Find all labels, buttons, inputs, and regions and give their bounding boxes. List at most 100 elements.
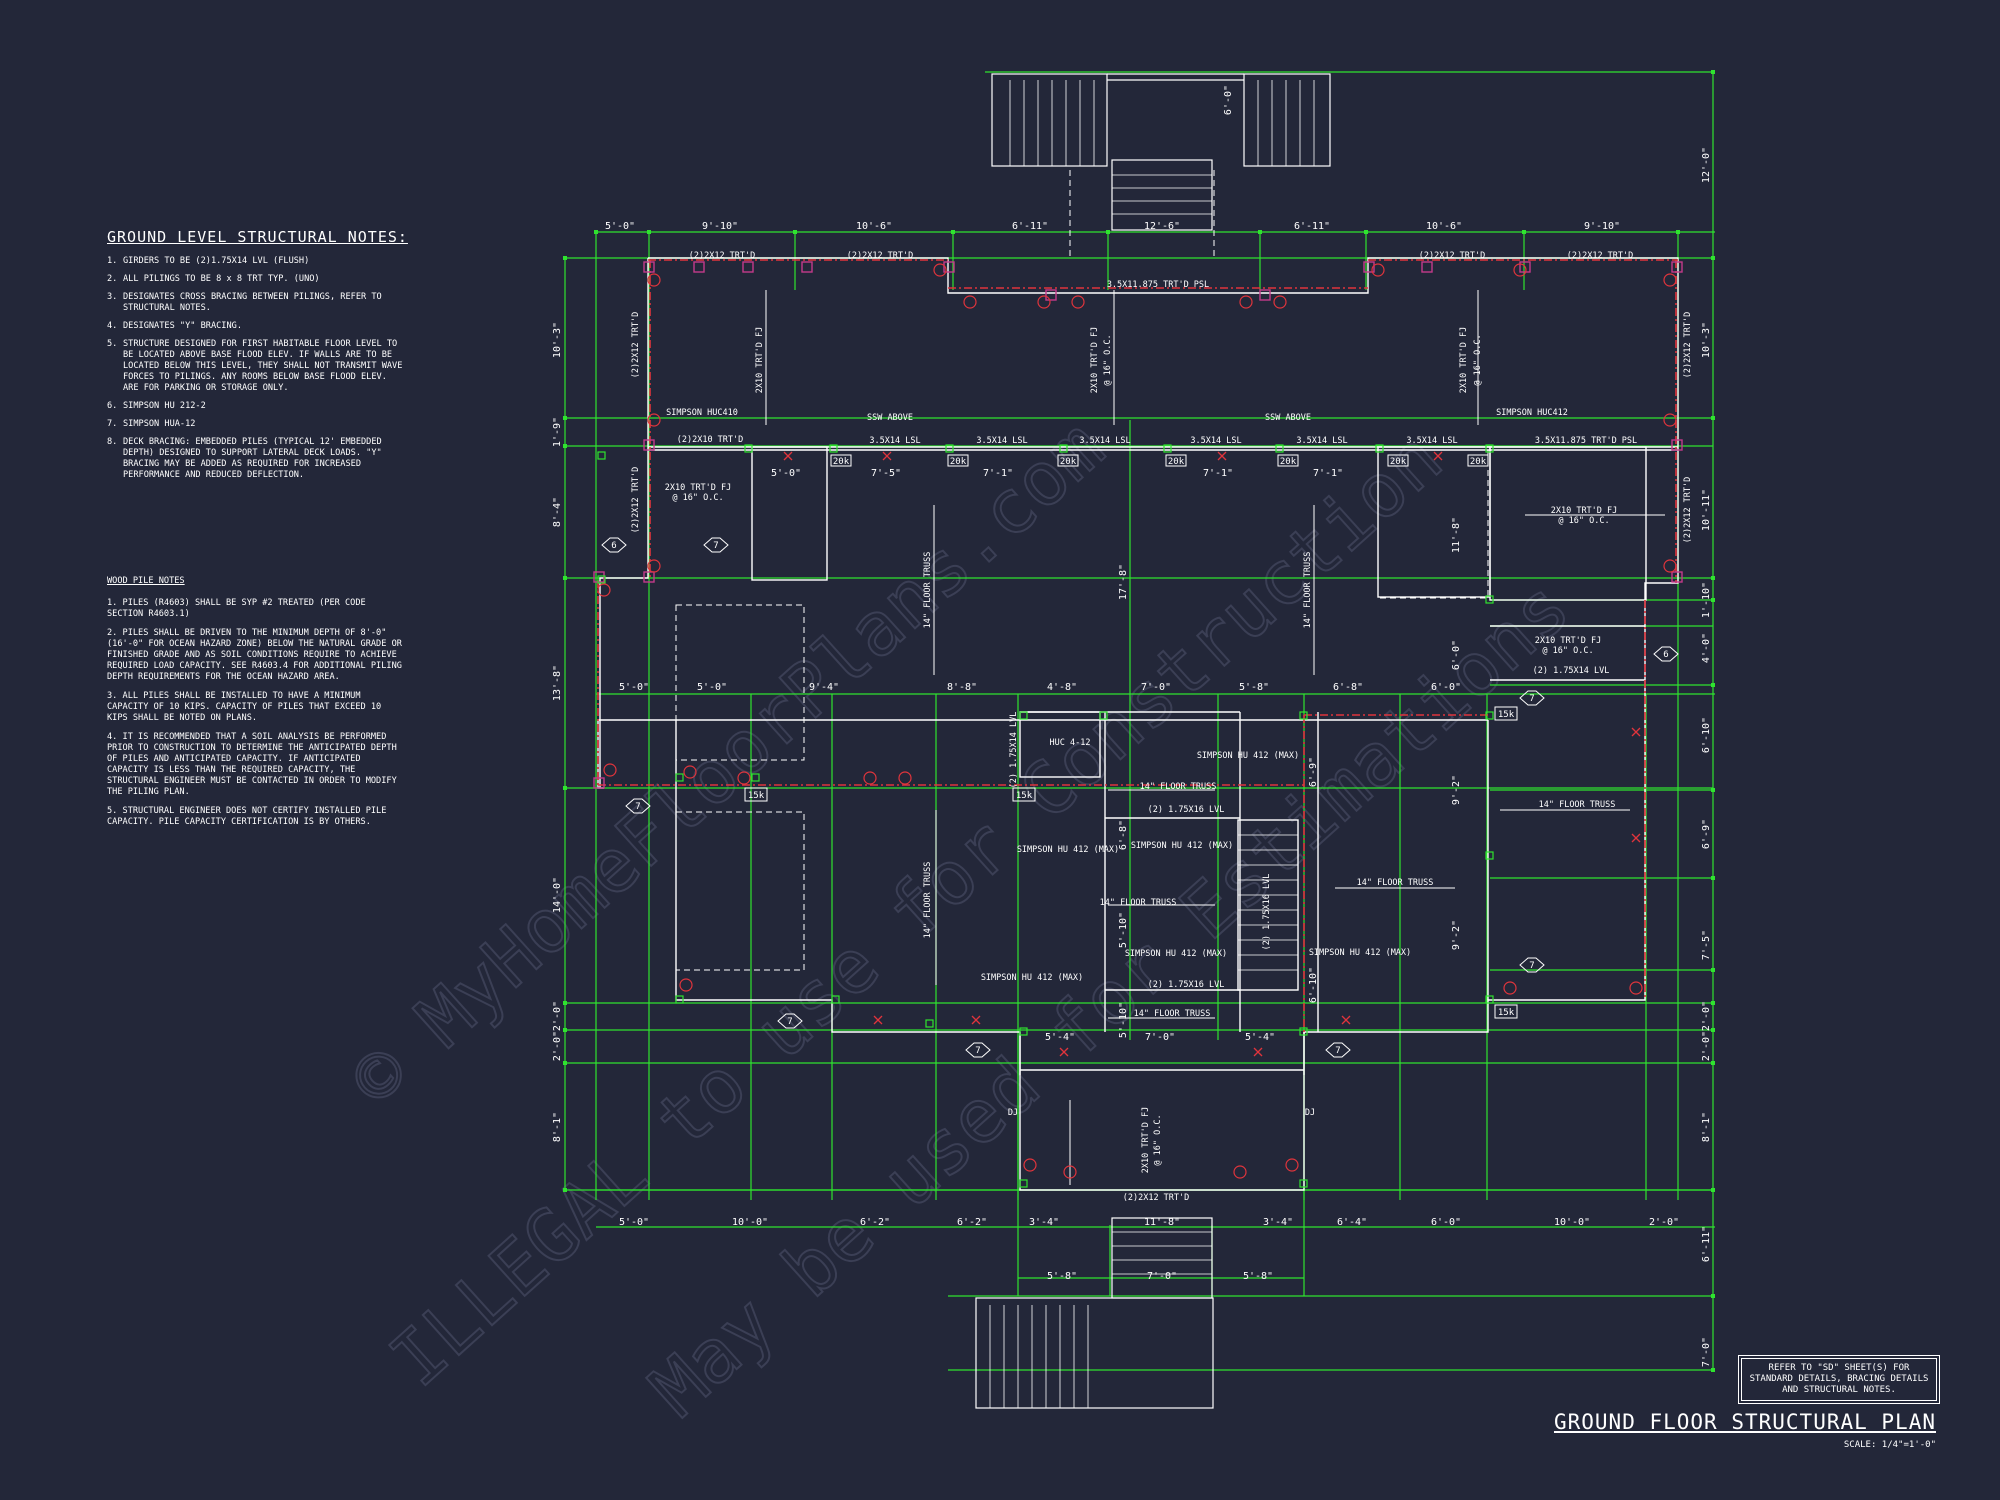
note-5: 5.STRUCTURE DESIGNED FOR FIRST HABITABLE… [107,339,403,393]
dimension-text: 5'-0" 9'-10" 10'-6" 6'-11" 12'-6" 6'-11"… [552,85,1712,1367]
dim-top-5: 6'-11" [1294,221,1330,232]
dim-bottom-5: 11'-8" [1144,1217,1180,1228]
kip20-3: 20k [1060,457,1077,467]
dim-mid-5: 7'-0" [1141,682,1171,693]
dim-inner-1: 7'-5" [871,468,901,479]
dim-inner-0: 5'-0" [771,468,801,479]
dim-bottom2-2: 5'-8" [1243,1271,1273,1282]
tag-7-d: 7 [975,1046,980,1056]
label-huc412-mid: HUC 4-12 [1050,738,1091,748]
dim-inner-12: 9'-2" [1451,920,1462,950]
tag-7-g: 7 [1529,694,1534,704]
dim-top-6: 10'-6" [1426,221,1462,232]
dim-inner-10: 6'-9" [1308,757,1319,787]
plan-title: GROUND FLOOR STRUCTURAL PLAN [1553,1410,1936,1434]
dim-mid-3: 8'-8" [947,682,977,693]
label-truss-6: 14" FLOOR TRUSS [1140,782,1217,792]
watermark-line-1: © MyHomeFloorPlans.com [334,404,1120,1124]
label-hu412-6: SIMPSON HU 412 (MAX) [981,973,1083,983]
label-lvl-16-3: (2) 1.75X16 LVL [1262,874,1272,951]
dim-inner-8: 17'-8" [1118,564,1129,600]
label-lvl-16-2: (2) 1.75X16 LVL [1148,980,1225,990]
label-oc-mid: @ 16" O.C. [1103,334,1113,385]
note-4: 4.DESIGNATES "Y" BRACING. [107,321,242,331]
dimension-ticks [563,70,1715,1372]
dim-right-2: 10'-11" [1701,489,1712,531]
label-hu412-5: SIMPSON HU 412 (MAX) [1017,845,1119,855]
note-1: 1.GIRDERS TO BE (2)1.75X14 LVL (FLUSH) [107,256,310,266]
reference-note-box: REFER TO "SD" SHEET(S) FOR STANDARD DETA… [1738,1355,1940,1404]
kip-1: 15k [748,791,765,801]
dim-bottom-9: 10'-0" [1554,1217,1590,1228]
label-hu412-4: SIMPSON HU 412 (MAX) [1309,948,1411,958]
label-beam-top: 3.5X11.875 TRT'D PSL [1107,280,1209,290]
tag-7-b: 7 [635,802,640,812]
truss-arrows [765,290,1665,1185]
dim-bottom-2: 6'-2" [860,1217,890,1228]
dim-top-2: 10'-6" [856,221,892,232]
note-8: 8.DECK BRACING: EMBEDDED PILES (TYPICAL … [107,437,382,480]
dim-left-5: 2'-0" [552,1001,563,1031]
dim-inner-6: 7'-0" [1145,1032,1175,1043]
kip20-4: 20k [1168,457,1185,467]
note-6: 6.SIMPSON HU 212-2 [107,401,206,411]
dim-mid-7: 6'-8" [1333,682,1363,693]
label-2x12-top-mid: (2)2X12 TRT'D [847,251,914,261]
dim-bottom-8: 6'-0" [1431,1217,1461,1228]
label-fj-bottom: 2X10 TRT'D FJ [1141,1107,1151,1174]
note-2: 2.ALL PILINGS TO BE 8 x 8 TRT TYP. (UNO) [107,274,320,284]
interior-stair [1238,834,1298,971]
dim-right-3: 1'-10" [1701,582,1712,618]
dim-left-2: 8'-4" [552,497,563,527]
label-dj-right: DJ [1305,1108,1315,1118]
dim-right-8: 2'-0" [1701,1001,1712,1031]
label-ssw-1: SSW ABOVE [867,413,913,423]
dim-inner-9: 11'-8" [1451,517,1462,553]
label-psl-right: 3.5X11.875 TRT'D PSL [1535,436,1637,446]
label-truss-2: 14" FLOOR TRUSS [1303,552,1313,629]
kip20-6: 20k [1390,457,1407,467]
label-truss-3: 14" FLOOR TRUSS [923,862,933,939]
label-truss-5: 14" FLOOR TRUSS [1357,878,1434,888]
label-2x12-top-right1: (2)2X12 TRT'D [1419,251,1486,261]
bottom-stairs [975,1217,1214,1409]
label-dj-left: DJ [1008,1108,1018,1118]
label-lvl-14: (2) 1.75X14 LVL [1533,666,1610,676]
piles [593,261,1683,1188]
label-2x12-top-right2: (2)2X12 TRT'D [1567,251,1634,261]
tag-6-left: 6 [611,541,616,551]
tag-7-c: 7 [787,1017,792,1027]
dim-right-9: 2'-0" [1701,1031,1712,1061]
label-lsl-6: 3.5X14 LSL [1406,436,1457,446]
tag-7-f: 7 [1529,961,1534,971]
dim-inner-2: 7'-1" [983,468,1013,479]
dim-top-3: 6'-11" [1012,221,1048,232]
dim-right-1: 10'-3" [1701,322,1712,358]
label-oc-bottom: @ 16" O.C. [1153,1114,1163,1165]
label-oc-right2: @ 16" O.C. [1558,516,1609,526]
label-lsl-3: 3.5X14 LSL [1079,436,1130,446]
dim-left-0: 10'-3" [552,322,563,358]
label-ssw-2: SSW ABOVE [1265,413,1311,423]
kip20-5: 20k [1280,457,1297,467]
dim-top-4: 12'-6" [1144,221,1180,232]
kip-labels: 15k 15k 15k 15k 20k 20k 20k 20k 20k 20k … [744,454,1518,1019]
structural-notes: GROUND LEVEL STRUCTURAL NOTES: 1.GIRDERS… [107,228,407,836]
label-2x10-left: (2)2X10 TRT'D [677,435,744,445]
dim-right-7: 7'-5" [1701,930,1712,960]
dim-bottom-10: 2'-0" [1649,1217,1679,1228]
plan-scale: SCALE: 1/4"=1'-0" [1843,1440,1936,1450]
dim-top-7: 9'-10" [1584,221,1620,232]
kip20-1: 20k [833,457,850,467]
dim-bottom-1: 10'-0" [732,1217,768,1228]
label-2x12-left: (2)2X12 TRT'D [631,312,641,379]
title-block: GROUND FLOOR STRUCTURAL PLAN SCALE: 1/4"… [1550,1410,1936,1450]
label-hu412-3: SIMPSON HU 412 (MAX) [1125,949,1227,959]
dim-inner-7: 5'-4" [1245,1032,1275,1043]
label-hu412-1: SIMPSON HU 412 (MAX) [1197,751,1299,761]
kip-4: 15k [1498,1008,1515,1018]
label-fj-right2: 2X10 TRT'D FJ [1551,506,1618,516]
tag-6-right: 6 [1663,650,1668,660]
dim-right-0: 12'-0" [1701,147,1712,183]
dim-inner-5: 5'-4" [1045,1032,1075,1043]
